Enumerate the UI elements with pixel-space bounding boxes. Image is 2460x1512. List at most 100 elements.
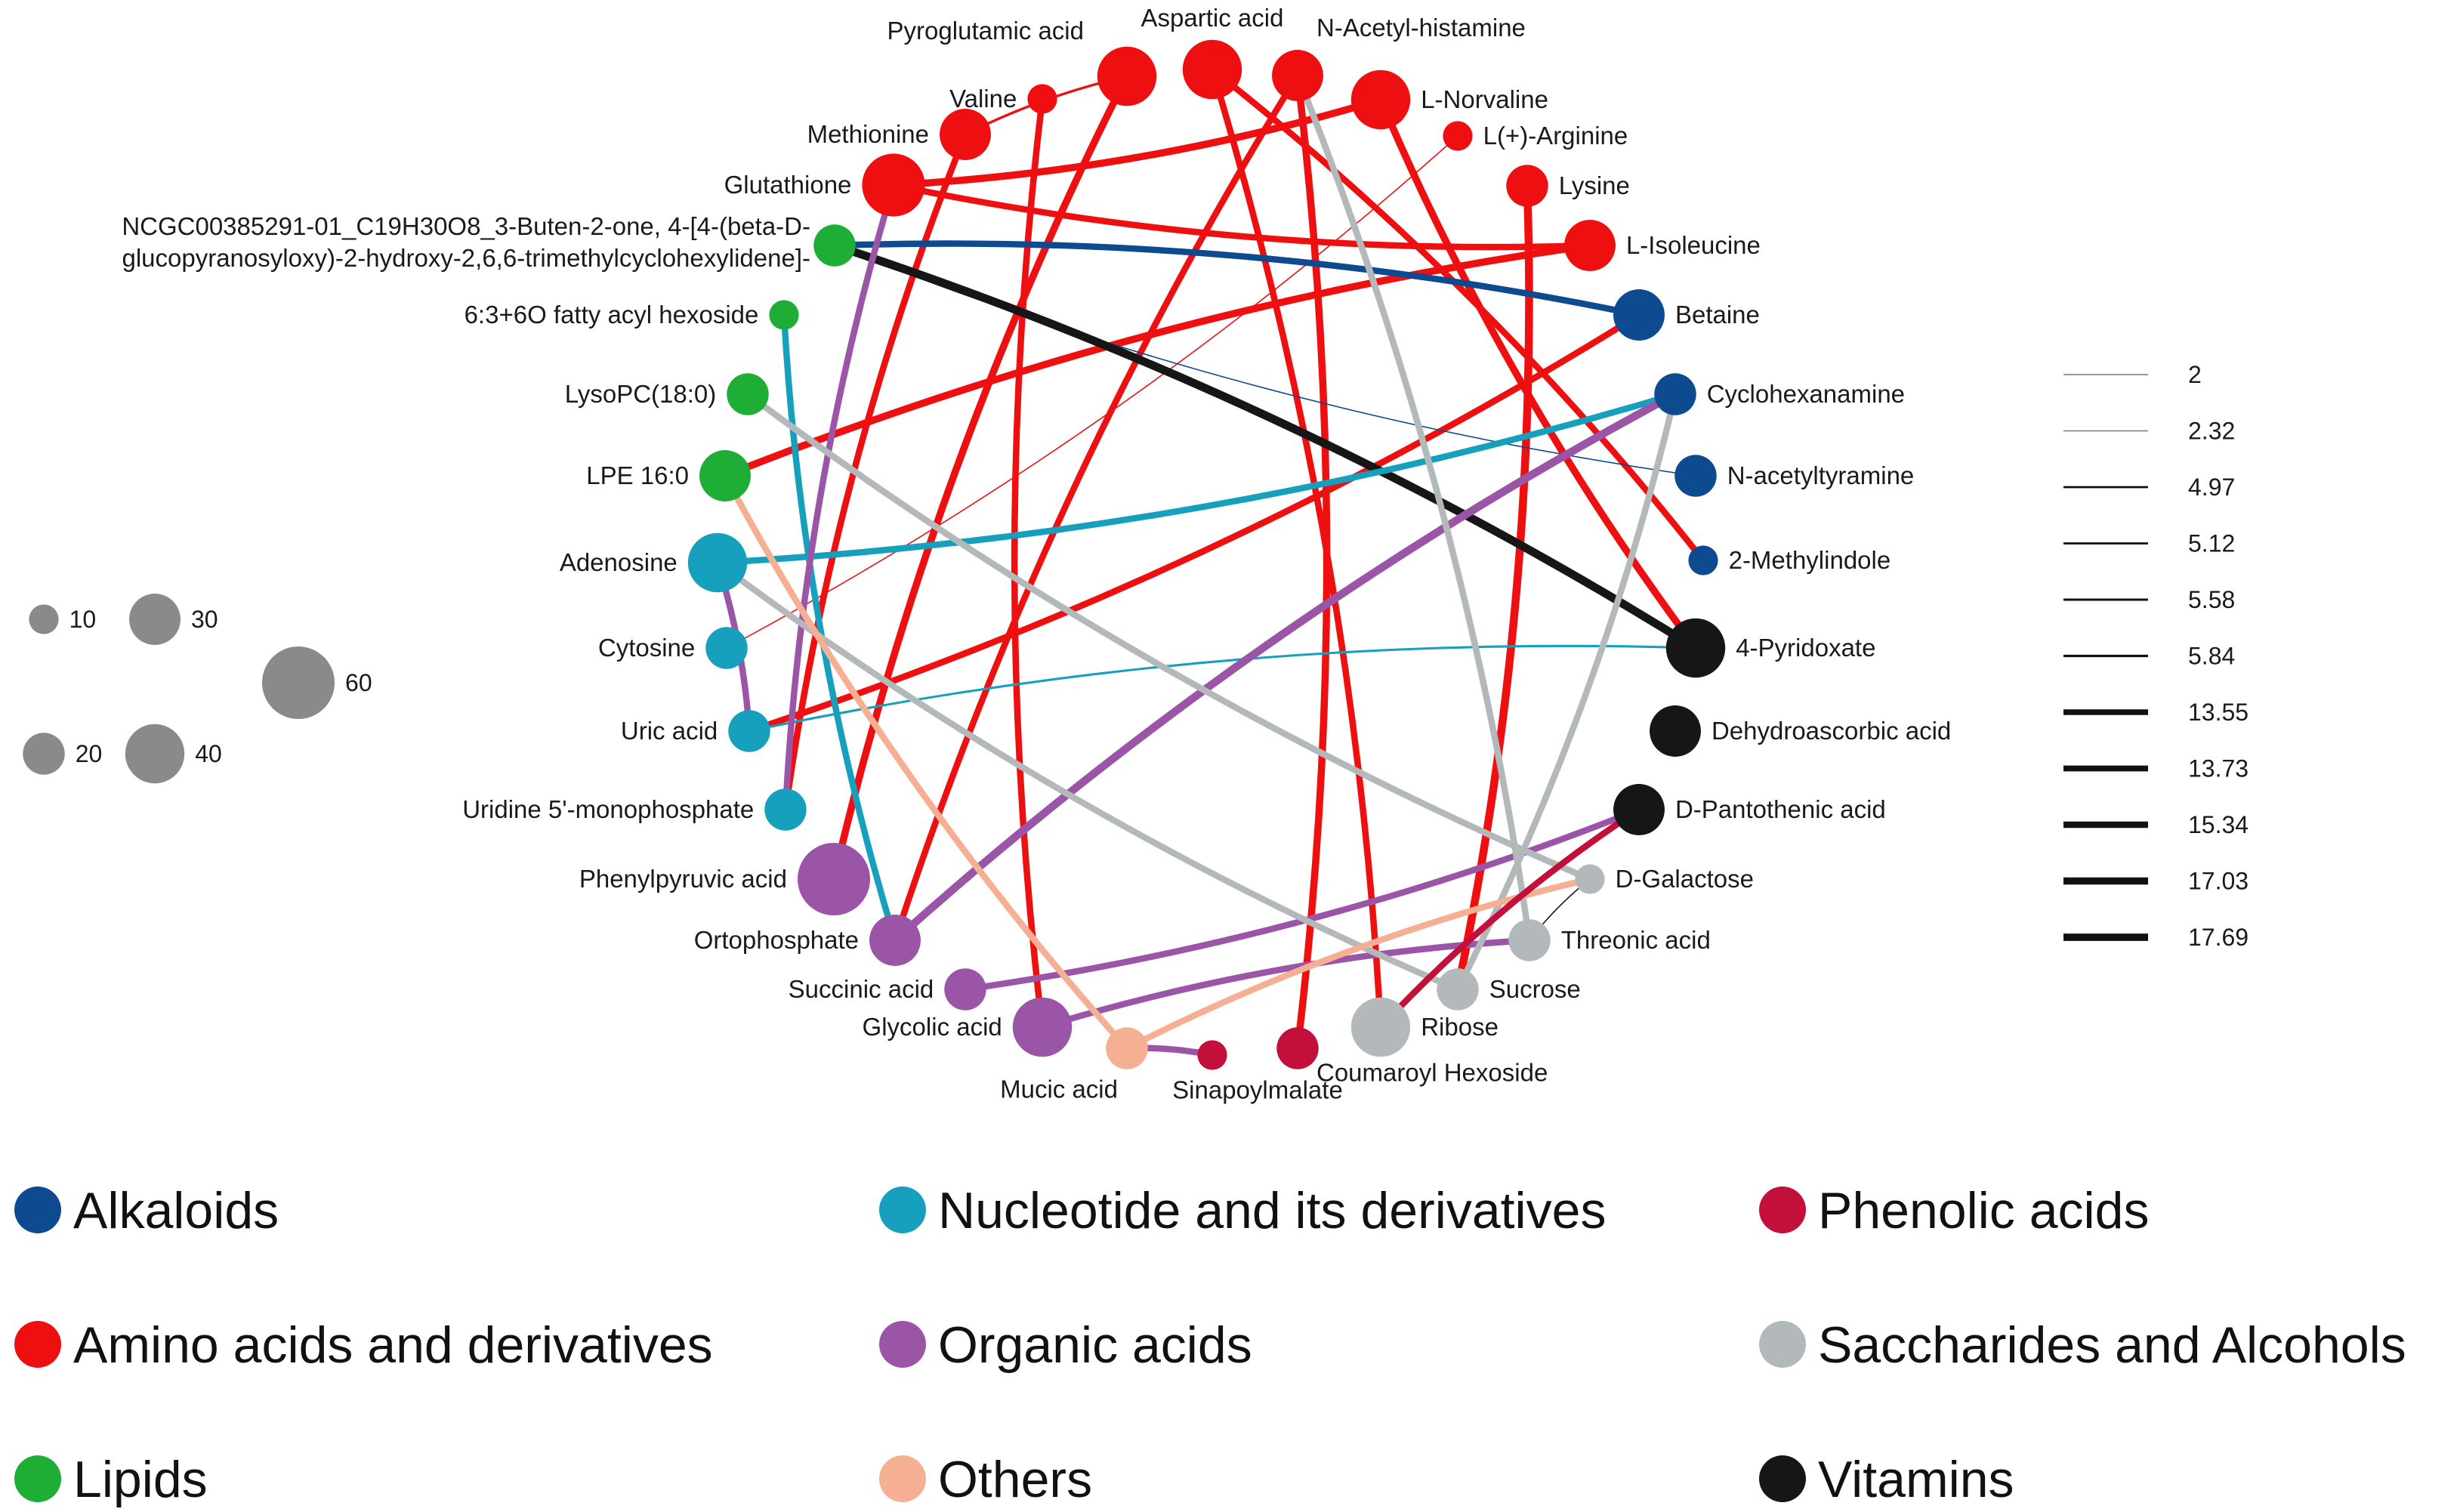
node-size-legend-circle	[29, 604, 59, 634]
label-cytosine: Cytosine	[598, 634, 695, 662]
class-legend-label: Organic acids	[938, 1316, 1252, 1374]
edge-width-legend-label: 5.58	[2188, 586, 2235, 613]
class-legend-swatch	[879, 1186, 926, 1233]
class-legend-label: Phenolic acids	[1818, 1182, 2149, 1239]
edge-glutathione-isoleucine	[890, 181, 1594, 251]
edge-width-legend-label: 17.69	[2188, 924, 2249, 951]
label-pyroglutamic: Pyroglutamic acid	[887, 17, 1084, 45]
label-methionine: Methionine	[807, 120, 929, 148]
label-succinic: Succinic acid	[789, 975, 934, 1003]
label-mucic: Mucic acid	[1000, 1075, 1118, 1103]
edge-nacetylhistamine-coumaroyl	[1294, 72, 1331, 1052]
class-legend-label: Others	[938, 1451, 1092, 1508]
label-aspartic: Aspartic acid	[1141, 4, 1284, 32]
node-pantothenic	[1613, 784, 1665, 835]
label-galactose: D-Galactose	[1616, 865, 1754, 893]
node-succinic	[944, 968, 986, 1011]
edge-adenosine-cyclohexanamine	[714, 390, 1679, 566]
class-legend-swatch	[14, 1455, 61, 1502]
node-cytosine	[705, 627, 748, 669]
label-isoleucine: L-Isoleucine	[1626, 231, 1761, 259]
node-sucrose	[1437, 968, 1479, 1011]
node-methylindole	[1688, 545, 1718, 575]
node-size-legend-label: 30	[191, 606, 218, 633]
label-sucrose: Sucrose	[1489, 975, 1581, 1003]
class-legend-swatch	[879, 1455, 926, 1502]
class-legend-label: Alkaloids	[73, 1182, 279, 1239]
node-ump	[764, 788, 807, 831]
node-sinapoylmalate	[1197, 1040, 1227, 1070]
node-size-legend-circle	[23, 733, 65, 775]
node-glycolic	[1012, 997, 1073, 1057]
label-pyridoxate: 4-Pyridoxate	[1736, 634, 1875, 662]
node-arginine	[1443, 121, 1473, 151]
class-legend-swatch	[1759, 1321, 1806, 1368]
edge-pantothenic-ribose	[1377, 806, 1643, 1031]
node-valine	[1027, 84, 1057, 114]
edge-methionine-ump	[782, 131, 969, 813]
label-methylindole: 2-Methylindole	[1729, 546, 1891, 574]
edge-succinic-pantothenic	[961, 806, 1643, 993]
edge-cyclohexanamine-sucrose	[1454, 390, 1679, 993]
node-coumaroyl	[1276, 1027, 1319, 1069]
label-valine: Valine	[949, 85, 1017, 113]
label-fattyacyl: 6:3+6O fatty acyl hexoside	[465, 301, 759, 329]
edge-width-legend: 22.324.975.125.585.8413.5513.7315.3417.0…	[2063, 361, 2249, 951]
label-nacetyltyramine: N-acetyltyramine	[1727, 461, 1915, 489]
node-size-legend-label: 20	[76, 740, 103, 767]
edge-ncgc-pyridoxate	[830, 241, 1700, 653]
node-ribose	[1350, 997, 1411, 1057]
label-lysopc: LysoPC(18:0)	[565, 380, 717, 408]
class-legend-swatch	[1759, 1186, 1806, 1233]
node-threonic	[1508, 919, 1551, 961]
node-adenosine	[687, 532, 748, 593]
node-size-legend-label: 40	[195, 740, 222, 767]
label-coumaroyl: Coumaroyl Hexoside	[1316, 1059, 1548, 1087]
node-galactose	[1575, 864, 1605, 894]
class-legend-swatch	[14, 1321, 61, 1368]
node-nacetylhistamine	[1272, 50, 1323, 101]
class-legend-label: Vitamins	[1818, 1451, 2014, 1508]
edge-nacetylhistamine-ortophosphate	[891, 72, 1301, 944]
class-legend-label: Nucleotide and its derivatives	[938, 1182, 1606, 1239]
class-legend-swatch	[14, 1186, 61, 1233]
node-mucic	[1106, 1027, 1148, 1069]
node-lysine	[1506, 165, 1548, 207]
label-phenylpyruvic: Phenylpyruvic acid	[579, 865, 787, 893]
label-ortophosphate: Ortophosphate	[694, 926, 859, 954]
edge-glutathione-ump	[782, 181, 897, 813]
node-glutathione	[862, 153, 925, 217]
edge-width-legend-label: 2	[2188, 361, 2202, 388]
network-nodes	[687, 39, 1726, 1070]
label-nacetylhistamine: N-Acetyl-histamine	[1316, 14, 1526, 42]
node-fattyacyl	[769, 300, 799, 330]
edge-ortophosphate-cyclohexanamine	[890, 390, 1680, 945]
edge-width-legend-label: 5.12	[2188, 530, 2235, 557]
edge-width-legend-label: 2.32	[2188, 418, 2235, 445]
node-betaine	[1613, 289, 1665, 341]
node-size-legend-label: 60	[345, 669, 372, 696]
edge-aspartic-ribose	[1208, 66, 1384, 1031]
node-lysopc	[727, 373, 769, 415]
node-dehydroascorbic	[1650, 705, 1701, 757]
edge-width-legend-label: 13.55	[2188, 699, 2249, 726]
node-norvaline	[1350, 69, 1411, 130]
label-ribose: Ribose	[1421, 1013, 1499, 1041]
edge-lysine-sucrose	[1453, 181, 1533, 994]
node-size-legend-circle	[125, 724, 185, 784]
node-size-legend-circle	[129, 594, 181, 645]
label-threonic: Threonic acid	[1561, 926, 1711, 954]
node-size-legend-circle	[261, 646, 335, 720]
label-arginine: L(+)-Arginine	[1483, 122, 1628, 150]
edge-width-legend-label: 5.84	[2188, 643, 2235, 670]
class-legend-label: Saccharides and Alcohols	[1818, 1316, 2406, 1374]
edge-width-legend-label: 15.34	[2188, 811, 2249, 838]
class-legend-label: Amino acids and derivatives	[73, 1316, 713, 1374]
edge-width-legend-label: 17.03	[2188, 868, 2249, 895]
edge-uric-pyridoxate	[748, 644, 1697, 733]
edge-fattyacyl-ortophosphate	[780, 311, 899, 944]
node-pyridoxate	[1665, 618, 1726, 678]
node-aspartic	[1182, 39, 1242, 100]
label-norvaline: L-Norvaline	[1421, 85, 1548, 113]
